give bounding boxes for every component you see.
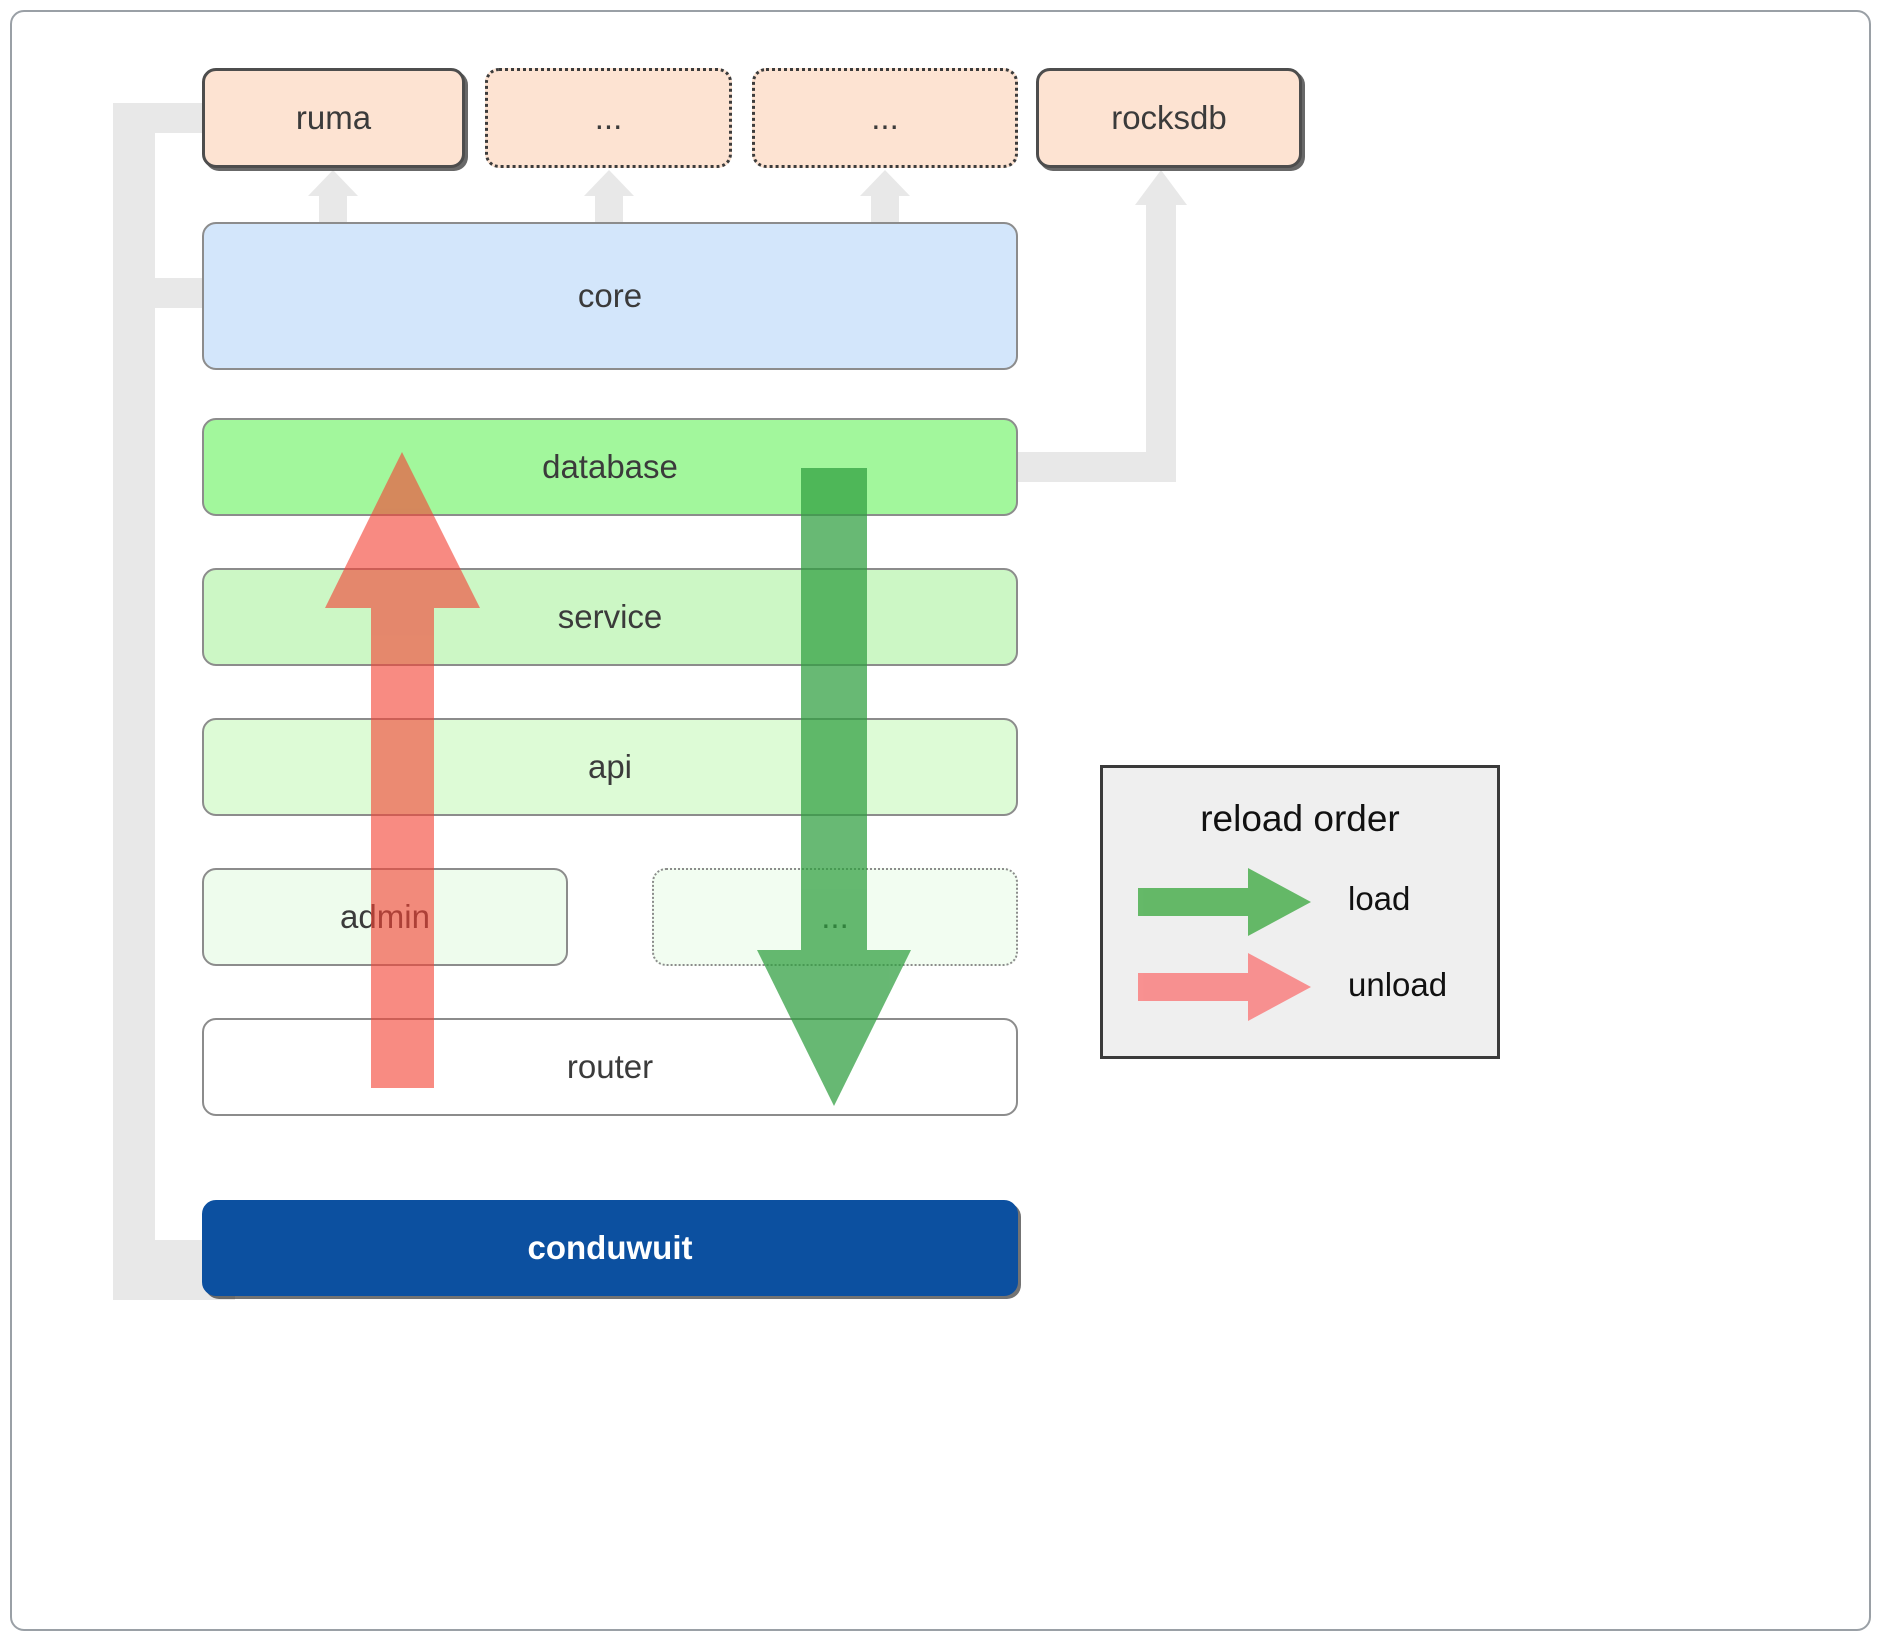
layer-node-api-label: api <box>587 748 633 785</box>
external-node-ext-1-label: ... <box>594 99 623 136</box>
root-node-conduwuit[interactable]: conduwuit <box>202 1200 1018 1296</box>
external-node-ext-2-label: ... <box>871 99 899 136</box>
legend-label-load: load <box>1348 880 1411 917</box>
layer-node-service-label: service <box>557 598 663 635</box>
external-node-rocksdb[interactable]: rocksdb <box>1036 68 1302 168</box>
layer-node-extras[interactable]: ... <box>652 868 1018 966</box>
external-node-ruma-label: ruma <box>295 99 372 136</box>
external-node-ext-1[interactable]: ... <box>485 68 732 168</box>
legend-arrow-icons <box>1138 868 1311 1021</box>
external-node-ruma[interactable]: ruma <box>202 68 465 168</box>
layer-node-core[interactable]: core <box>202 222 1018 370</box>
layer-node-router[interactable]: router <box>202 1018 1018 1116</box>
legend-panel: reload order load unload <box>1100 765 1500 1059</box>
legend-load-arrow-icon <box>1138 868 1311 936</box>
legend-label-unload: unload <box>1348 966 1448 1003</box>
layer-node-api[interactable]: api <box>202 718 1018 816</box>
legend-unload-arrow-icon <box>1138 953 1311 1021</box>
layer-node-extras-label: ... <box>821 898 849 935</box>
layer-node-core-label: core <box>577 277 643 314</box>
layer-node-database-label: database <box>542 448 678 485</box>
layer-node-admin[interactable]: admin <box>202 868 568 966</box>
external-node-ext-2[interactable]: ... <box>752 68 1018 168</box>
legend-title: reload order <box>1200 798 1400 839</box>
layer-node-admin-label: admin <box>340 898 430 935</box>
layer-node-router-label: router <box>566 1048 654 1085</box>
external-node-rocksdb-label: rocksdb <box>1111 99 1227 136</box>
root-node-conduwuit-label: conduwuit <box>527 1229 693 1266</box>
layer-node-service[interactable]: service <box>202 568 1018 666</box>
layer-node-database[interactable]: database <box>202 418 1018 516</box>
